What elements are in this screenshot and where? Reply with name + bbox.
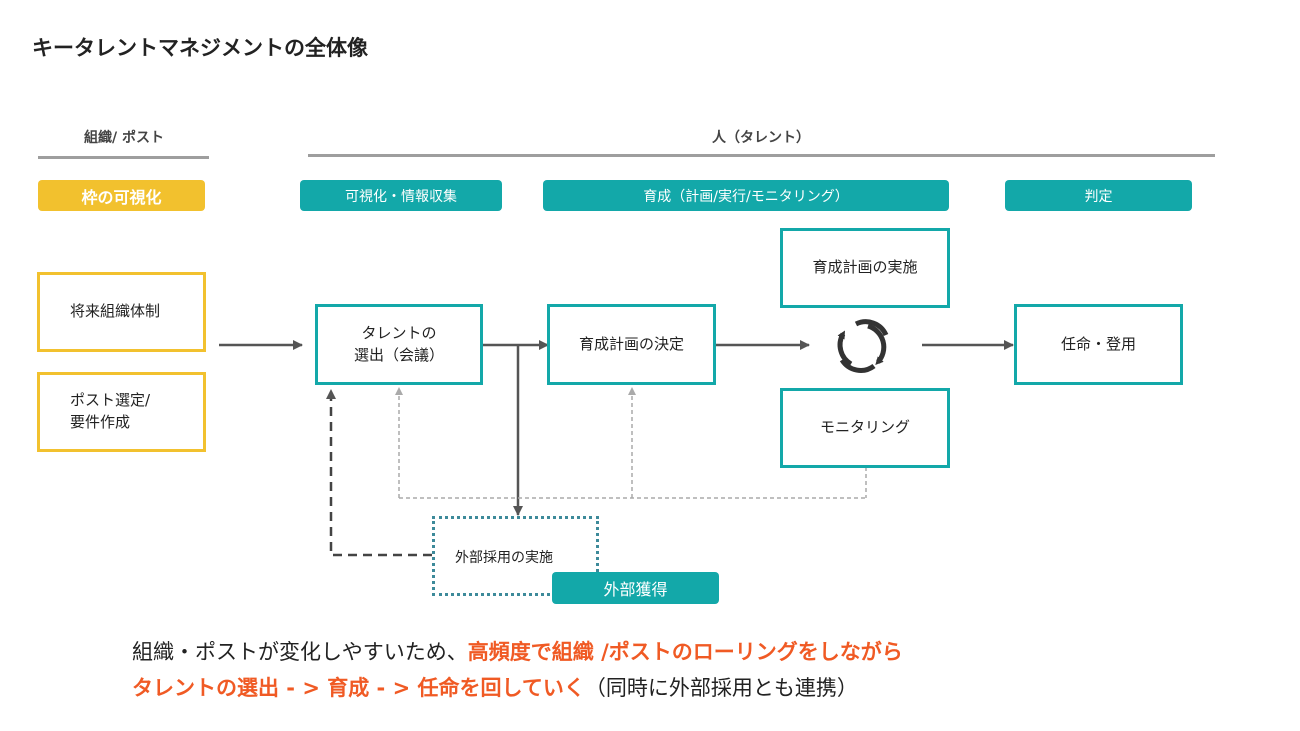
summary-line-2-normal: （同時に外部採用とも連携） — [584, 676, 858, 700]
external-acquisition-badge: 外部獲得 — [552, 572, 719, 604]
summary-line-2: タレントの選出 - > 育成 - > 任命を回していく（同時に外部採用とも連携） — [132, 672, 858, 702]
summary-line-1-highlight: 高頻度で組織 /ポストのローリングをしながら — [467, 640, 903, 664]
development-plan-execution-box: 育成計画の実施 — [780, 228, 950, 308]
external-hire-label: 外部採用の実施 — [455, 550, 553, 566]
phase-judge: 判定 — [1005, 180, 1192, 211]
external-hire-area — [432, 516, 599, 596]
post-requirements-box: ポスト選定/ 要件作成 — [37, 372, 206, 452]
phase-visualize-collect: 可視化・情報収集 — [300, 180, 502, 211]
appointment-box: 任命・登用 — [1014, 304, 1183, 385]
monitoring-box: モニタリング — [780, 388, 950, 468]
talent-selection-box: タレントの 選出（会議） — [315, 304, 483, 385]
phase-develop: 育成（計画/実行/モニタリング） — [543, 180, 949, 211]
arrow-external-to-selection — [326, 389, 432, 557]
column-header-people: 人（タレント） — [712, 130, 810, 146]
page-title: キータレントマネジメントの全体像 — [32, 36, 368, 60]
summary-line-1: 組織・ポストが変化しやすいため、高頻度で組織 /ポストのローリングをしながら — [132, 636, 903, 666]
future-org-structure-box: 将来組織体制 — [37, 272, 206, 352]
column-divider-org — [38, 156, 209, 159]
development-plan-decision-box: 育成計画の決定 — [547, 304, 716, 385]
column-divider-people — [308, 154, 1215, 157]
summary-line-2-highlight: タレントの選出 - > 育成 - > 任命を回していく — [132, 676, 585, 700]
summary-line-1-normal: 組織・ポストが変化しやすいため、 — [132, 640, 468, 664]
phase-frame-visualize: 枠の可視化 — [38, 180, 205, 211]
column-header-org-post: 組織/ ポスト — [84, 130, 164, 146]
